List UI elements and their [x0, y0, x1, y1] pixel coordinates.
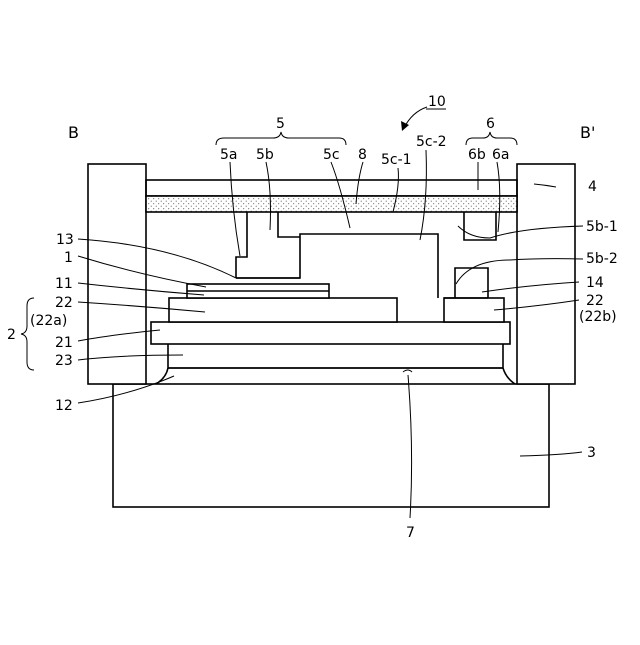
brace-5 [216, 132, 346, 145]
label-B-prime: B' [580, 123, 595, 142]
label-22-right: 22 [586, 293, 604, 309]
label-22b: (22b) [579, 309, 617, 325]
label-5: 5 [276, 116, 285, 132]
label-3: 3 [587, 445, 596, 461]
label-13: 13 [56, 232, 74, 248]
electrode-6 [455, 212, 496, 298]
label-5b-2: 5b-2 [586, 251, 618, 267]
label-10: 10 [428, 94, 446, 110]
label-22a: (22a) [30, 313, 67, 329]
substrate-3 [113, 384, 549, 507]
dotted-layer-8 [146, 196, 517, 212]
brace-6 [466, 132, 517, 145]
label-5b-1: 5b-1 [586, 219, 618, 235]
lid-layer [146, 180, 517, 196]
label-8: 8 [358, 147, 367, 163]
label-5c: 5c [323, 147, 340, 163]
label-2: 2 [7, 327, 16, 343]
layer-23 [168, 344, 503, 368]
label-14: 14 [586, 275, 604, 291]
arrow-10-head [401, 121, 409, 131]
label-5c-1: 5c-1 [381, 152, 412, 168]
label-21: 21 [55, 335, 73, 351]
bottom-flare-12 [156, 368, 515, 384]
label-5a: 5a [220, 147, 238, 163]
wall-left [88, 164, 146, 384]
label-23: 23 [55, 353, 73, 369]
label-11: 11 [55, 276, 73, 292]
label-B: B [68, 123, 79, 142]
label-6b: 6b [468, 147, 486, 163]
brace-2 [21, 298, 34, 370]
label-6: 6 [486, 116, 495, 132]
label-5c-2: 5c-2 [416, 134, 447, 150]
label-22-left: 22 [55, 295, 73, 311]
wall-right [517, 164, 575, 384]
label-12: 12 [55, 398, 73, 414]
groove-7 [403, 370, 412, 372]
layer-21 [151, 322, 510, 344]
label-7: 7 [406, 525, 415, 541]
label-5b: 5b [256, 147, 274, 163]
label-1: 1 [64, 250, 73, 266]
label-4: 4 [588, 179, 597, 195]
layer-22a [169, 298, 397, 322]
label-6a: 6a [492, 147, 510, 163]
